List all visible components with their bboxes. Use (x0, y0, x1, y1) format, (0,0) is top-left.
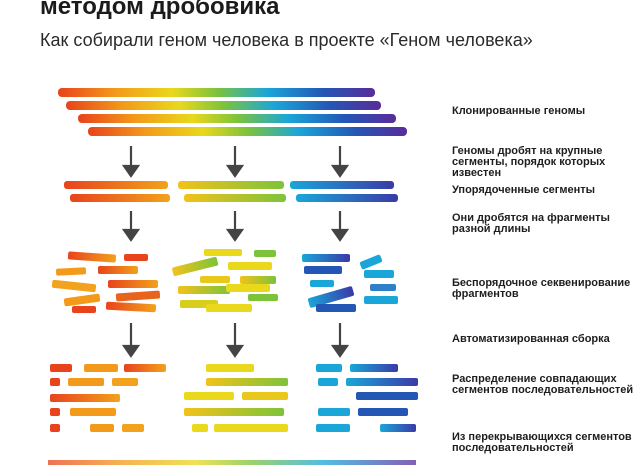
fragment (124, 254, 148, 261)
assembled-bar (112, 378, 138, 386)
assembled-bar (356, 392, 418, 400)
fragment (248, 294, 278, 301)
fragments-red-cluster (51, 251, 161, 313)
assembled-bar (70, 408, 116, 416)
assembled-bar (50, 424, 60, 432)
fragment (55, 267, 87, 276)
arrows-row-2 (121, 211, 350, 242)
fragment (51, 279, 97, 293)
assembled-bar (50, 364, 72, 372)
fragment (72, 306, 96, 313)
arrows-row-3 (121, 323, 350, 358)
assembled-bar (50, 378, 60, 386)
assembled-bar (192, 424, 208, 432)
assembled-bar (90, 424, 114, 432)
label-cut-large: Геномы дробят на крупные сегменты, поряд… (452, 145, 606, 179)
assembled-bar (380, 424, 416, 432)
cloned-genomes-bars (58, 88, 407, 136)
fragment (115, 290, 161, 302)
genome-bar (66, 101, 381, 110)
fragment (304, 266, 342, 274)
fragment (254, 250, 276, 257)
fragment (204, 249, 242, 256)
assembled-bar (358, 408, 408, 416)
page-title: методом дробовика (40, 0, 280, 20)
assembled-bar (242, 392, 288, 400)
assembled-bar (206, 364, 254, 372)
assembled-bar (184, 408, 284, 416)
assembled-bar (316, 424, 350, 432)
segment-bar (70, 194, 170, 202)
genome-bar (88, 127, 407, 136)
page-subtitle: Как собирали геном человека в проекте «Г… (40, 30, 533, 50)
assembled-red (50, 364, 166, 432)
label-ordered-segments: Упорядоченные сегменты (452, 184, 596, 196)
fragment (67, 251, 117, 263)
label-shotgun-sequencing: Беспорядочное секвенирование фрагментов (452, 277, 631, 300)
ordered-segments (64, 181, 398, 202)
assembled-yellow (184, 364, 288, 432)
genome-bar (78, 114, 396, 123)
assembled-bar (346, 378, 418, 386)
genome-bar (58, 88, 375, 97)
assembled-bar (316, 364, 342, 372)
assembled-blue (316, 364, 418, 432)
fragment (364, 296, 398, 304)
assembled-bar (84, 364, 118, 372)
assembled-bar (124, 364, 166, 372)
assembled-bar (350, 364, 398, 372)
fragment (228, 262, 272, 270)
assembled-bar (206, 378, 288, 386)
fragments-blue-cluster (302, 254, 398, 312)
fragment (307, 286, 355, 308)
fragment (302, 254, 350, 262)
fragment (98, 266, 138, 274)
fragment (370, 284, 396, 291)
fragments-yellow-cluster (172, 249, 278, 312)
assembled-bar (68, 378, 104, 386)
segment-bar (64, 181, 168, 189)
assembled-bar (184, 392, 234, 400)
label-assembly: Автоматизированная сборка (452, 333, 610, 345)
fragment (364, 270, 394, 278)
fragment (310, 280, 334, 287)
fragment (226, 284, 270, 292)
fragment (240, 276, 276, 284)
fragment (316, 304, 356, 312)
assembled-bar (50, 394, 120, 402)
segment-bar (184, 194, 286, 202)
fragment (200, 276, 230, 283)
assembled-bar (214, 424, 288, 432)
fragment (105, 301, 157, 313)
label-cloned-genomes: Клонированные геномы (452, 105, 586, 117)
fragment (63, 293, 101, 307)
fragment (206, 304, 252, 312)
fragment (172, 256, 219, 276)
arrows-row-1 (121, 146, 350, 178)
fragment (108, 280, 158, 288)
fragment (359, 254, 383, 270)
fragment (178, 286, 230, 294)
label-distribution: Распределение совпадающих сегментов посл… (452, 373, 634, 396)
final-sequence-line (48, 460, 416, 465)
segment-bar (178, 181, 284, 189)
label-overlap: Из перекрывающихся сегментов последовате… (452, 431, 632, 454)
label-cut-small: Они дробятся на фрагменты разной длины (452, 212, 610, 235)
assembled-bar (50, 408, 60, 416)
segment-bar (296, 194, 398, 202)
assembled-bar (122, 424, 144, 432)
assembled-bar (318, 408, 350, 416)
assembled-bar (318, 378, 338, 386)
segment-bar (290, 181, 394, 189)
